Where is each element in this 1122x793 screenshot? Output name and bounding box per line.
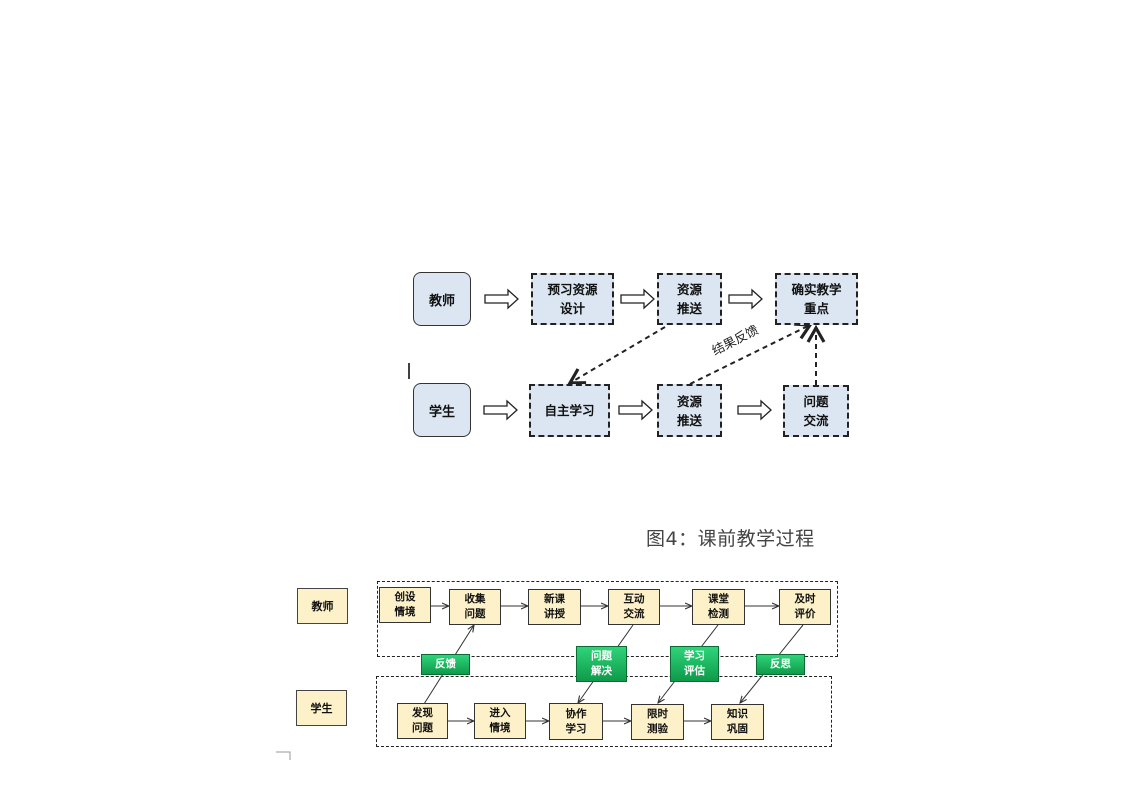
bottom-teacher-step: 课堂 检测 — [692, 589, 745, 625]
step-label: 进入 情境 — [489, 707, 511, 734]
figure-caption: 图4：课前教学过程 — [646, 528, 815, 550]
bottom-teacher-step: 新课 讲授 — [528, 589, 581, 625]
dashed-arrow-feedback — [689, 322, 813, 385]
block-arrow — [620, 288, 655, 310]
top-teacher-step: 预习资源 设计 — [531, 273, 614, 325]
bottom-student-step: 发现 问题 — [397, 703, 448, 739]
top-teacher-step: 确实教学 重点 — [775, 273, 858, 325]
bottom-student-step: 进入 情境 — [474, 703, 526, 739]
top-student-label: 学生 — [428, 404, 455, 420]
bottom-student-label: 学生 — [310, 702, 333, 715]
bottom-teacher-step: 互动 交流 — [608, 589, 660, 625]
step-label: 新课 讲授 — [544, 593, 565, 620]
link-label-problem-solving: 问题 解决 — [576, 646, 627, 682]
top-student-step-label: 资源 推送 — [676, 393, 702, 428]
bottom-teacher-step: 创设 情境 — [379, 587, 431, 623]
step-label: 互动 交流 — [623, 593, 645, 620]
bottom-teacher-label: 教师 — [311, 600, 334, 613]
top-student-step: 自主学习 — [529, 384, 610, 437]
bottom-teacher-box: 教师 — [297, 588, 348, 624]
top-teacher-label: 教师 — [428, 293, 455, 309]
top-teacher-step: 资源 推送 — [657, 273, 722, 325]
step-label: 及时 评价 — [794, 593, 816, 620]
dashed-arrow-resource-to-selfstudy — [567, 326, 666, 385]
link-label-text: 反馈 — [435, 658, 456, 670]
top-student-step-label: 问题 交流 — [803, 394, 829, 428]
top-student-step-label: 自主学习 — [544, 403, 595, 418]
link-label-feedback: 反馈 — [421, 654, 470, 675]
link-label-assessment: 学习 评估 — [670, 646, 719, 682]
top-student-step: 问题 交流 — [783, 385, 849, 437]
link-label-text: 学习 评估 — [684, 650, 705, 677]
block-arrow — [484, 288, 519, 310]
step-label: 协作 学习 — [565, 707, 587, 735]
top-student-step: 资源 推送 — [657, 384, 722, 437]
top-teacher-box: 教师 — [413, 272, 471, 326]
link-label-reflection: 反思 — [756, 654, 805, 675]
link-label-text: 问题 解决 — [591, 650, 612, 677]
top-teacher-step-label: 确实教学 重点 — [791, 282, 842, 316]
bottom-teacher-step: 及时 评价 — [779, 589, 831, 625]
block-arrow — [737, 399, 772, 421]
step-label: 知识 巩固 — [727, 708, 748, 735]
top-student-box: 学生 — [413, 383, 471, 437]
step-label: 创设 情境 — [394, 591, 416, 618]
step-label: 课堂 检测 — [708, 593, 729, 620]
step-label: 发现 问题 — [412, 707, 433, 734]
step-label: 限时 测验 — [647, 708, 668, 735]
block-arrow — [728, 288, 763, 310]
block-arrow — [483, 399, 518, 421]
bottom-student-box: 学生 — [296, 690, 347, 726]
step-label: 收集 问题 — [464, 593, 486, 620]
bottom-student-step: 协作 学习 — [549, 703, 603, 740]
corner-mark — [276, 751, 291, 760]
block-arrow — [618, 399, 653, 421]
top-teacher-step-label: 预习资源 设计 — [547, 282, 598, 316]
bottom-teacher-step: 收集 问题 — [449, 589, 501, 625]
bottom-student-step: 限时 测验 — [631, 704, 684, 740]
bottom-student-step: 知识 巩固 — [711, 704, 764, 740]
top-teacher-step-label: 资源 推送 — [676, 282, 702, 316]
link-label-text: 反思 — [770, 658, 791, 670]
